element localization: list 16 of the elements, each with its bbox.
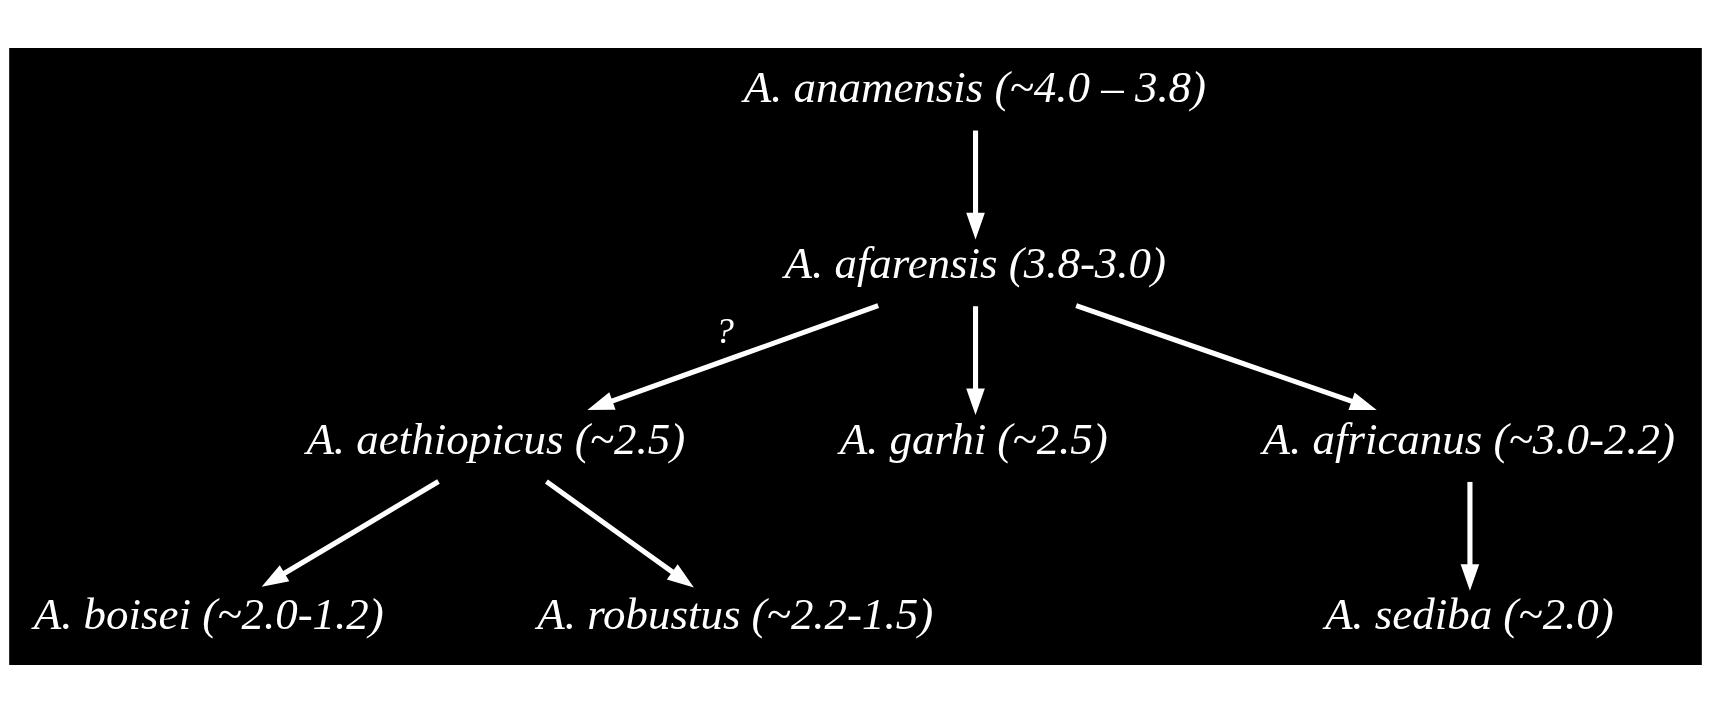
node-text: A. robustus (~2.2-1.5) — [537, 589, 934, 640]
node-text: A. boisei (~2.0-1.2) — [33, 589, 384, 640]
edge-label: ? — [715, 310, 734, 352]
arrow — [544, 479, 694, 588]
arrow — [1460, 481, 1480, 591]
node-text: A. garhi (~2.5) — [839, 413, 1108, 464]
node-text: A. anamensis (~4.0 – 3.8) — [743, 62, 1207, 113]
arrow — [966, 130, 985, 240]
node-text: A. africanus (~3.0-2.2) — [1262, 413, 1676, 464]
node-text: A. afarensis (3.8-3.0) — [784, 238, 1167, 289]
arrow — [261, 479, 440, 587]
node-text: A. aethiopicus (~2.5) — [306, 413, 686, 464]
arrow — [587, 303, 880, 410]
arrow — [1075, 303, 1377, 411]
node-text: A. sediba (~2.0) — [1324, 589, 1614, 640]
arrow — [966, 306, 985, 416]
